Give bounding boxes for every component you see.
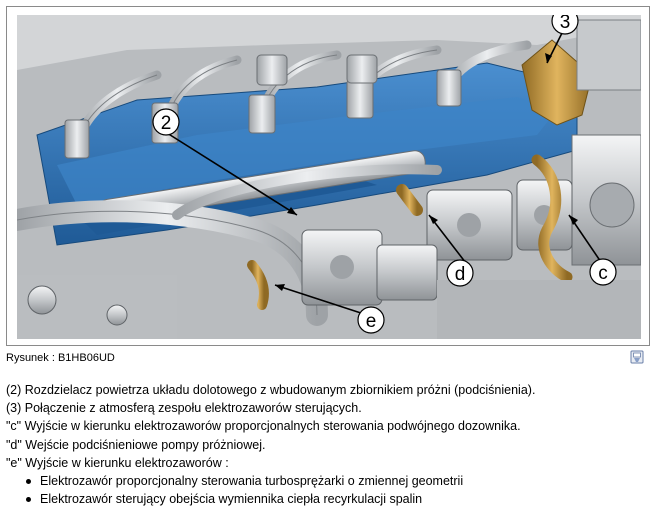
callout-d-label: d bbox=[455, 264, 466, 285]
legend-item-e: "e" Wyjście w kierunku elektrozaworów : bbox=[6, 455, 229, 470]
legend-item-3: (3) Połączenie z atmosferą zespołu elekt… bbox=[6, 401, 362, 416]
figure-frame: 2 3 c d e bbox=[6, 6, 650, 346]
callout-d: d bbox=[446, 259, 474, 287]
callout-e: e bbox=[357, 306, 385, 334]
bullet-item: Elektrozawór proporcjonalny sterowania t… bbox=[26, 472, 651, 490]
atmosphere-connection-bracket bbox=[521, 39, 593, 126]
hose-d bbox=[396, 184, 423, 216]
callout-3-label: 3 bbox=[560, 15, 571, 33]
legend-item-c: "c" Wyjście w kierunku elektrozaworów pr… bbox=[6, 419, 521, 434]
callout-3: 3 bbox=[551, 15, 579, 35]
callout-c: c bbox=[589, 258, 617, 286]
hose-e bbox=[247, 260, 269, 310]
callout-2-label: 2 bbox=[161, 113, 172, 134]
hose-c bbox=[531, 154, 573, 283]
figure-caption: Rysunek : B1HB06UD bbox=[6, 352, 115, 364]
legend-item-2: (2) Rozdzielacz powietrza układu dolotow… bbox=[6, 383, 536, 397]
bullet-item: Elektrozawór sterujący obejścia wymienni… bbox=[26, 490, 651, 508]
caption-code: B1HB06UD bbox=[57, 352, 115, 364]
engine-illustration: 2 3 c d e bbox=[17, 15, 641, 339]
callout-c-label: c bbox=[598, 263, 608, 284]
legend-bullet-list: Elektrozawór proporcjonalny sterowania t… bbox=[6, 472, 651, 508]
caption-prefix: Rysunek : bbox=[6, 352, 58, 364]
callout-e-label: e bbox=[366, 311, 377, 332]
printer-icon[interactable] bbox=[630, 350, 644, 364]
legend-item-d: "d" Wejście podciśnieniowe pompy próżnio… bbox=[6, 437, 266, 452]
legend: (2) Rozdzielacz powietrza układu dolotow… bbox=[6, 381, 651, 508]
callout-2: 2 bbox=[152, 108, 180, 136]
